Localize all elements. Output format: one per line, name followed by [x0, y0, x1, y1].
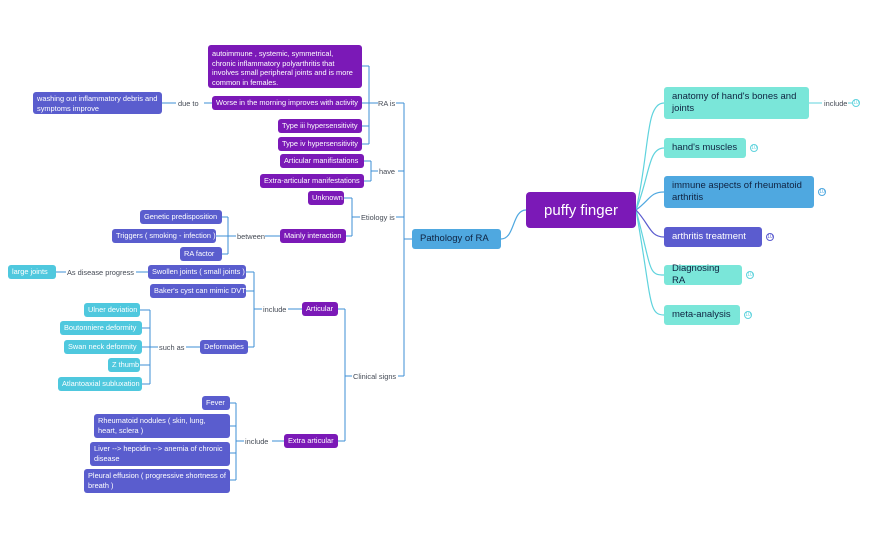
z-thumb[interactable]: Z thumb	[108, 358, 140, 372]
genetic-predisposition[interactable]: Genetic predisposition	[140, 210, 222, 224]
deformities-node[interactable]: Deformaties	[200, 340, 248, 354]
due-to-label: due to	[178, 99, 199, 108]
anatomy-collapse-icon[interactable]: 10	[852, 99, 860, 107]
relation-include-label: include	[824, 99, 848, 108]
washing-out-debris[interactable]: washing out inflammatory debris and symp…	[33, 92, 162, 114]
rheumatoid-nodules[interactable]: Rheumatoid nodules ( skin, lung, heart, …	[94, 414, 230, 438]
type-iv-hypersensitivity[interactable]: Type iv hypersensitivity	[278, 137, 362, 151]
topic-pathology-of-ra[interactable]: Pathology of RA	[412, 229, 501, 249]
such-as-label: such as	[159, 343, 185, 352]
articular-manifestations[interactable]: Articular manifistations	[280, 154, 364, 168]
ra-factor[interactable]: RA factor	[180, 247, 222, 261]
topic-meta-analysis[interactable]: meta-analysis	[664, 305, 740, 325]
muscles-collapse-icon[interactable]: 10	[750, 144, 758, 152]
etiology-unknown[interactable]: Unknown	[308, 191, 344, 205]
articular-include-label: include	[263, 305, 287, 314]
central-topic[interactable]: puffy finger	[526, 192, 636, 228]
large-joints[interactable]: large joints	[8, 265, 56, 279]
swan-neck-deformity[interactable]: Swan neck deformity	[64, 340, 142, 354]
type-iii-hypersensitivity[interactable]: Type iii hypersensitivity	[278, 119, 362, 133]
atlantoaxial-subluxation[interactable]: Atlantoaxial subluxation	[58, 377, 142, 391]
treatment-collapse-icon[interactable]: 10	[766, 233, 774, 241]
bakers-cyst[interactable]: Baker's cyst can mimic DVT	[150, 284, 246, 298]
boutonniere-deformity[interactable]: Boutonniere deformity	[60, 321, 142, 335]
have-label: have	[379, 167, 396, 176]
meta-collapse-icon[interactable]: 10	[744, 311, 752, 319]
swollen-joints[interactable]: Swollen joints ( small joints )	[148, 265, 246, 279]
as-disease-progress-label: As disease progress	[67, 268, 134, 277]
worse-in-morning[interactable]: Worse in the morning improves with activ…	[212, 96, 362, 110]
extra-articular-manifestations[interactable]: Extra-articular manifestations	[260, 174, 364, 188]
etiology-label: Etiology is	[361, 213, 395, 222]
topic-hand-muscles[interactable]: hand's muscles	[664, 138, 746, 158]
topic-diagnosing-ra[interactable]: Diagnosing RA	[664, 263, 742, 286]
triggers-smoking-infection[interactable]: Triggers ( smoking - infection )	[112, 229, 216, 243]
ra-definition[interactable]: autoimmune , systemic, symmetrical, chro…	[208, 45, 362, 88]
between-label: between	[237, 232, 265, 241]
ulner-deviation[interactable]: Ulner deviation	[84, 303, 140, 317]
clinical-signs-label: Clinical signs	[353, 372, 397, 381]
pleural-effusion[interactable]: Pleural effusion ( progressive shortness…	[84, 469, 230, 493]
topic-arthritis-treatment[interactable]: arthritis treatment	[664, 227, 762, 247]
diagnosing-collapse-icon[interactable]: 10	[746, 271, 754, 279]
extra-include-label: include	[245, 437, 269, 446]
extra-articular-node[interactable]: Extra articular	[284, 434, 338, 448]
liver-hepcidin-anemia[interactable]: Liver --> hepcidin --> anemia of chronic…	[90, 442, 230, 466]
ra-is-label: RA is	[378, 99, 396, 108]
fever[interactable]: Fever	[202, 396, 230, 410]
topic-anatomy[interactable]: anatomy of hand's bones and joints	[664, 87, 809, 119]
immune-collapse-icon[interactable]: 10	[818, 188, 826, 196]
topic-immune-aspects[interactable]: immune aspects of rheumatoid arthritis	[664, 176, 814, 208]
articular-node[interactable]: Articular	[302, 302, 338, 316]
mainly-interaction[interactable]: Mainly interaction	[280, 229, 346, 243]
